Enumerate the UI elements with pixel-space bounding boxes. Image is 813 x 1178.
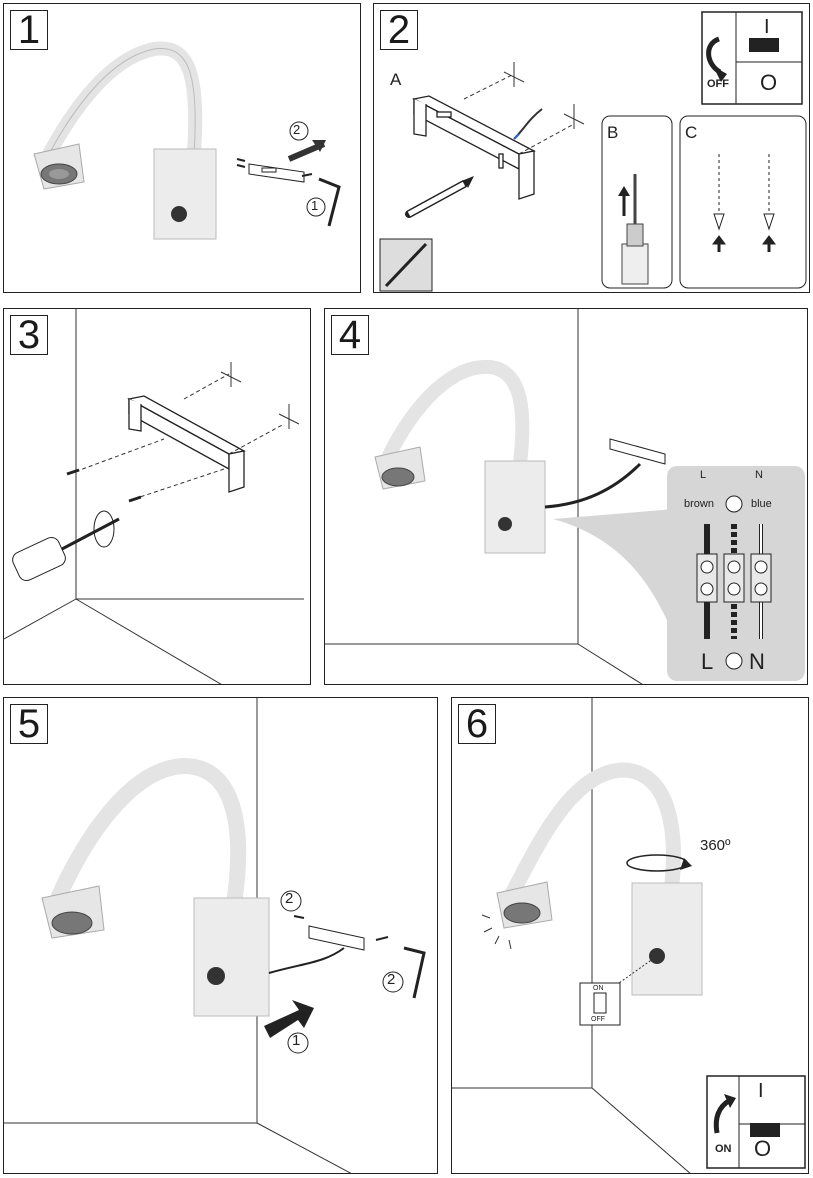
step-number: 3 xyxy=(10,315,48,355)
bracket-icon xyxy=(127,395,246,493)
bracket-icon xyxy=(293,915,389,951)
screwdriver-icon xyxy=(12,510,120,582)
earth-symbol-icon xyxy=(725,495,743,670)
wire-n-bottom: N xyxy=(749,649,765,674)
sub-label-b: B xyxy=(607,123,619,142)
rocker-on-label: ON xyxy=(593,985,604,992)
wire-l-top: L xyxy=(700,469,707,481)
step-5-panel: 5 1 2 2 xyxy=(3,697,438,1174)
rocker-off-label: OFF xyxy=(591,1016,605,1023)
pencil-icon xyxy=(405,176,474,218)
lamp-icon xyxy=(374,359,546,554)
step-number: 4 xyxy=(331,315,369,355)
drill-icon xyxy=(621,174,649,285)
switch-on-symbol: I xyxy=(764,16,770,38)
step-3-panel: 3 xyxy=(3,308,311,685)
power-switch-icon xyxy=(701,11,803,105)
off-label: OFF xyxy=(707,78,729,90)
step-6-illustration xyxy=(452,698,806,1173)
lamp-icon xyxy=(41,757,270,1017)
step-1-illustration xyxy=(33,41,341,240)
on-label: ON xyxy=(715,1143,732,1155)
step-4-panel: 4 L N brow xyxy=(324,308,808,685)
bracket-icon xyxy=(609,438,666,465)
rotation-label: 360º xyxy=(700,837,731,854)
switch-on-symbol: I xyxy=(758,1080,764,1102)
callout-2a: 2 xyxy=(285,890,294,907)
step-2-illustration xyxy=(379,11,807,292)
callout-2b: 2 xyxy=(387,971,396,988)
step-1-panel: 1 2 1 xyxy=(3,3,361,293)
allen-key-icon xyxy=(403,946,426,999)
step-number: 1 xyxy=(10,10,48,50)
wire-n-top: N xyxy=(755,469,763,481)
allen-key-icon xyxy=(318,177,341,227)
sub-label-a: A xyxy=(390,70,402,89)
switch-off-symbol: O xyxy=(754,1136,772,1161)
callout-2: 2 xyxy=(293,122,301,137)
wall-plug-icon xyxy=(712,154,776,252)
switch-off-symbol: O xyxy=(760,70,778,95)
arrow-icon xyxy=(264,1000,314,1038)
wire-blue-label: blue xyxy=(751,498,772,510)
wire-l-bottom: L xyxy=(701,649,714,674)
wire-brown-label: brown xyxy=(684,498,714,510)
step-6-panel: 6 360º ON OFF ON I O xyxy=(451,697,809,1174)
lamp-icon xyxy=(496,762,703,996)
callout-1: 1 xyxy=(311,198,319,213)
callout-1: 1 xyxy=(292,1032,301,1049)
step-5-illustration xyxy=(4,698,426,1173)
step-3-illustration xyxy=(4,309,304,684)
bracket-icon xyxy=(412,95,536,200)
step-number: 5 xyxy=(10,704,48,744)
step-number: 2 xyxy=(380,10,418,50)
step-4-illustration xyxy=(325,309,805,684)
power-switch-icon xyxy=(706,1075,806,1169)
step-2-panel: 2 A xyxy=(373,3,810,293)
bracket-icon xyxy=(236,158,313,183)
step-number: 6 xyxy=(458,704,496,744)
lamp-icon xyxy=(33,41,217,240)
sub-label-c: C xyxy=(685,123,698,142)
